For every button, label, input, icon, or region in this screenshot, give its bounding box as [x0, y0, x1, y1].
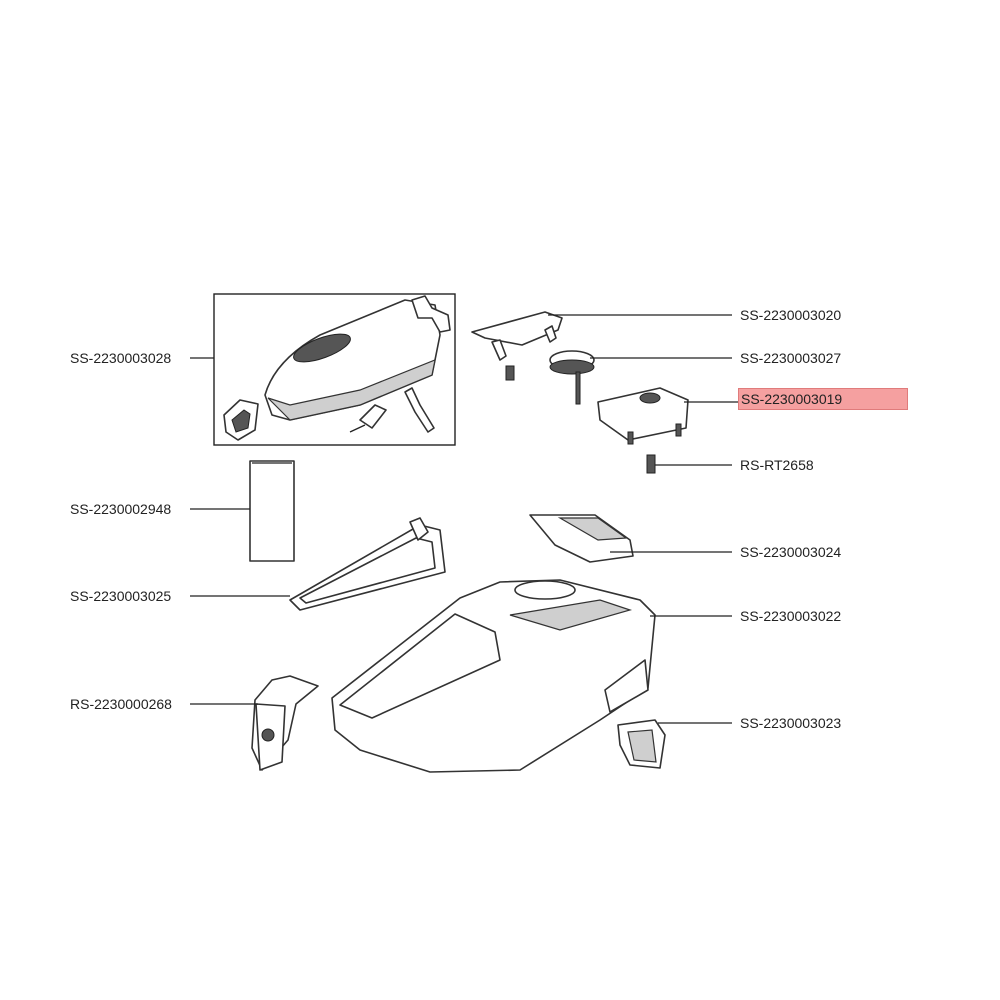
- part-label-3019-highlighted[interactable]: SS-2230003019: [738, 388, 908, 410]
- handle-assembly-frame: [213, 293, 456, 446]
- part-label-rt2658[interactable]: RS-RT2658: [740, 457, 814, 473]
- main-body-part: [331, 579, 656, 773]
- part-label-3027[interactable]: SS-2230003027: [740, 350, 842, 366]
- part-label-0268[interactable]: RS-2230000268: [70, 696, 172, 712]
- filter-pad-part: [249, 460, 295, 562]
- part-label-3028[interactable]: SS-2230003028: [70, 350, 172, 366]
- part-label-3025[interactable]: SS-2230003025: [70, 588, 172, 604]
- cover-piece-part: [597, 387, 689, 445]
- handle-assembly-part: [223, 295, 451, 441]
- seal-frame-part: [289, 517, 446, 611]
- latch-clip-part: [251, 675, 319, 771]
- top-lid-part: [471, 311, 563, 381]
- grille-cover-part: [529, 514, 634, 563]
- part-label-3020[interactable]: SS-2230003020: [740, 307, 842, 323]
- knob-part: [549, 350, 595, 405]
- part-label-3024[interactable]: SS-2230003024: [740, 544, 842, 560]
- part-label-3022[interactable]: SS-2230003022: [740, 608, 842, 624]
- small-bracket-part: [617, 719, 666, 769]
- part-label-3023[interactable]: SS-2230003023: [740, 715, 842, 731]
- part-label-2948[interactable]: SS-2230002948: [70, 501, 172, 517]
- spring-part: [646, 454, 656, 474]
